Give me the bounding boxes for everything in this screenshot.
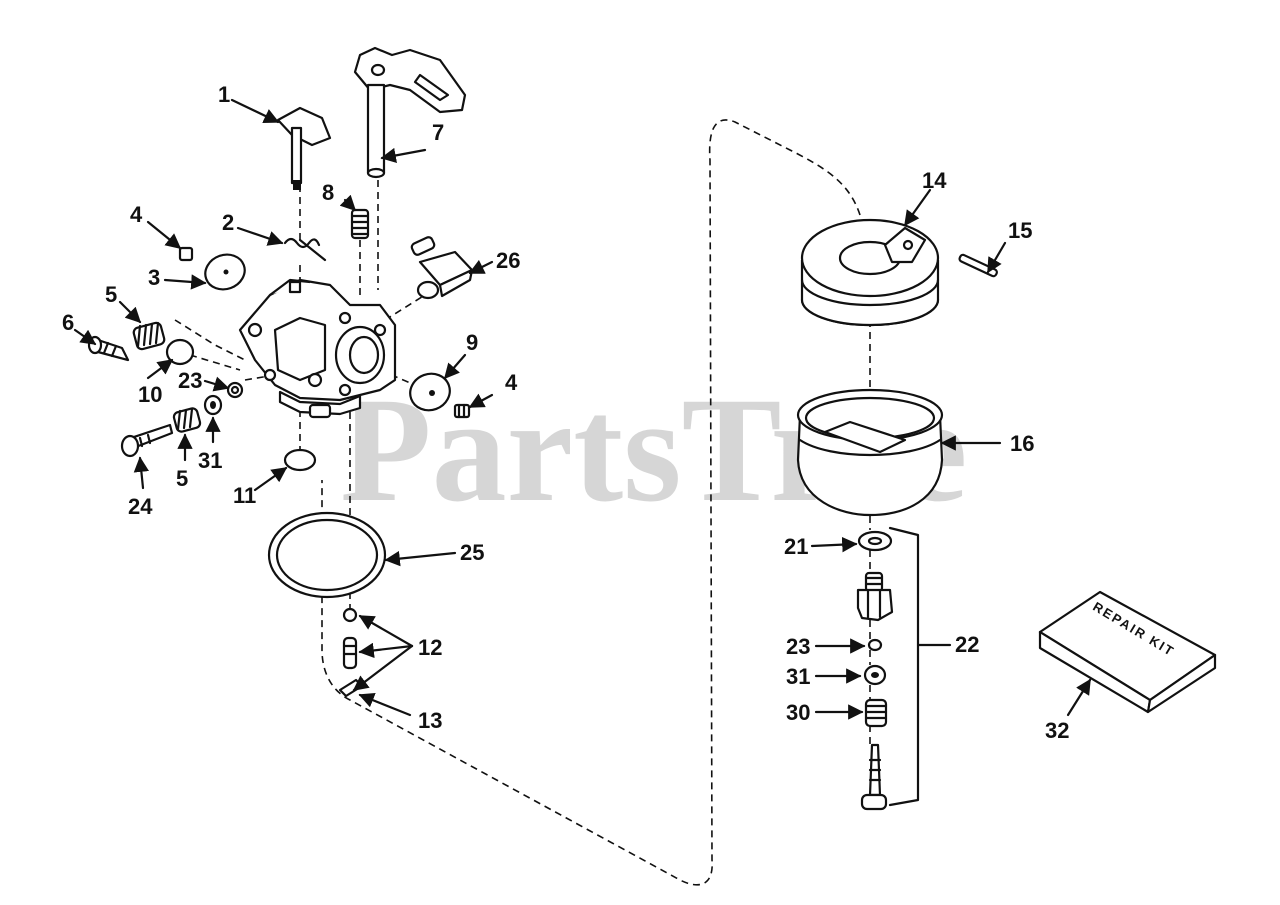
callout-21: 21 (784, 534, 808, 559)
callout-4-upper: 4 (130, 202, 143, 227)
part-31-washer-left (203, 394, 223, 416)
callout-16: 16 (1010, 431, 1034, 456)
part-31-washer-right (863, 664, 887, 686)
callout-31-left: 31 (198, 448, 222, 473)
part-5-spring-upper (132, 321, 166, 351)
part-14-float (800, 218, 940, 327)
callout-arrows (73, 98, 1092, 720)
callout-26: 26 (496, 248, 520, 273)
part-10-welch-plug (165, 338, 195, 366)
callout-24: 24 (128, 494, 153, 519)
part-4-screw-upper (178, 246, 194, 262)
part-21-washer (857, 530, 893, 552)
part-2-spring (283, 237, 327, 262)
part-9-throttle-plate (409, 372, 451, 412)
part-5-spring-lower (172, 407, 202, 433)
part-22-bracket (888, 526, 920, 807)
part-26-fuel-fitting (410, 236, 474, 300)
callout-14: 14 (922, 168, 947, 193)
callout-labels: 1 2 3 4 4 5 5 6 7 8 9 10 11 12 13 14 15 … (62, 82, 1069, 743)
part-13-clip (338, 678, 364, 698)
part-22-nozzle-assembly (856, 571, 894, 622)
part-12-inlet-needle-seat (342, 607, 358, 670)
callout-32: 32 (1045, 718, 1069, 743)
assembly-dashed-outline (321, 119, 861, 886)
part-4-screw-lower (453, 403, 471, 419)
callout-5-upper: 5 (105, 282, 117, 307)
callout-23-left: 23 (178, 368, 202, 393)
callout-10: 10 (138, 382, 162, 407)
callout-9: 9 (466, 330, 478, 355)
callout-25: 25 (460, 540, 484, 565)
callout-12: 12 (418, 635, 442, 660)
part-3-choke-plate (204, 253, 246, 291)
callout-8: 8 (322, 180, 334, 205)
part-23-o-ring-right (867, 638, 883, 652)
callout-30: 30 (786, 700, 810, 725)
part-7-throttle-shaft (353, 46, 467, 179)
callout-4-lower: 4 (505, 370, 518, 395)
part-1-choke-shaft (276, 106, 332, 190)
callout-7: 7 (432, 120, 444, 145)
callout-5-lower: 5 (176, 466, 188, 491)
callout-2: 2 (222, 210, 234, 235)
carburetor-body (238, 278, 397, 419)
callout-6: 6 (62, 310, 74, 335)
callout-13: 13 (418, 708, 442, 733)
callout-11: 11 (233, 483, 256, 508)
part-8-spring (350, 208, 370, 240)
part-16-float-bowl (796, 388, 944, 517)
part-25-bowl-gasket (267, 511, 387, 599)
part-32-repair-kit: REPAIR KIT (1038, 590, 1217, 714)
part-6-idle-screw (87, 335, 130, 362)
callout-22: 22 (955, 632, 979, 657)
callout-23-right: 23 (786, 634, 810, 659)
callout-3: 3 (148, 265, 160, 290)
part-23-o-ring-left (226, 381, 244, 399)
callout-1: 1 (218, 82, 230, 107)
part-30-spring (864, 698, 888, 728)
callout-15: 15 (1008, 218, 1032, 243)
part-22-main-jet-screw (860, 743, 888, 811)
part-11-welch-plug (283, 448, 317, 472)
callout-31-right: 31 (786, 664, 810, 689)
part-24-mixture-needle (120, 423, 174, 458)
